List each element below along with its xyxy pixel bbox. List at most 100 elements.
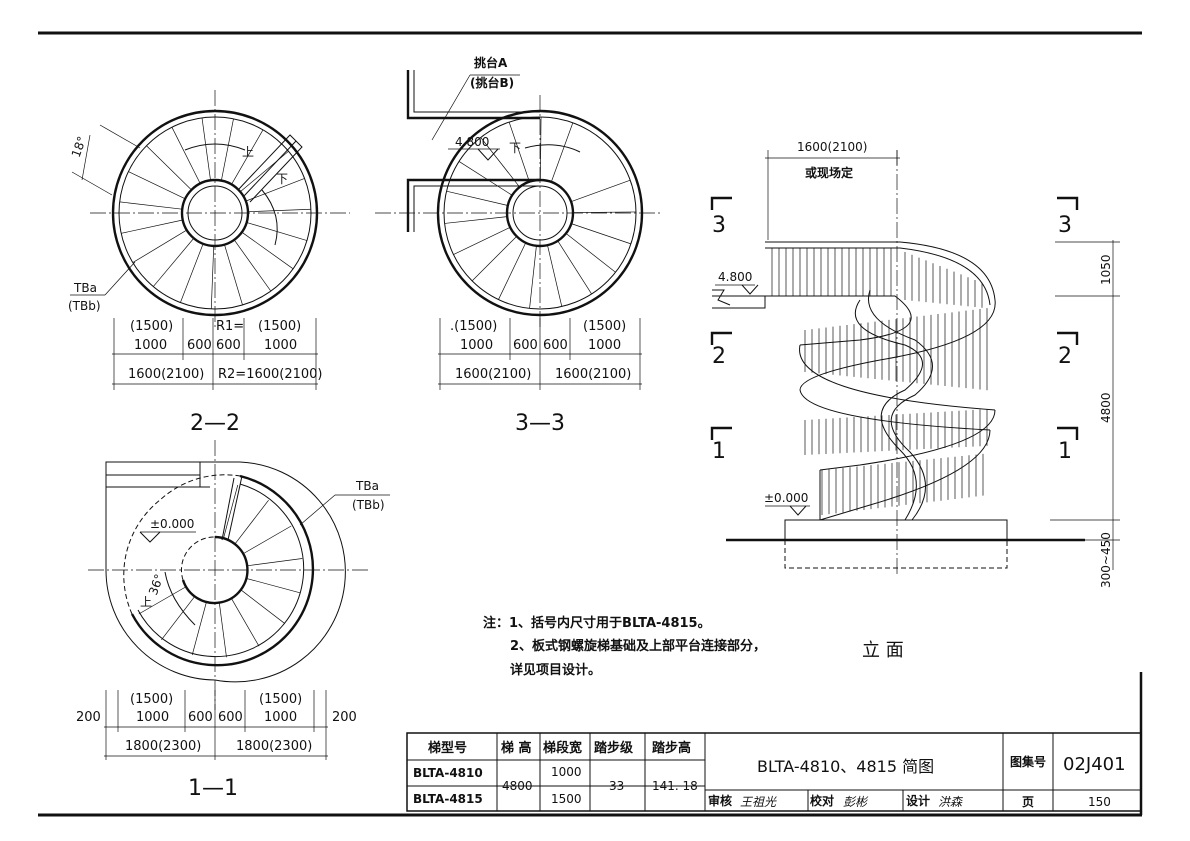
tread-line	[446, 190, 508, 206]
dim-label: 1000	[588, 338, 621, 353]
design-label: 设计	[906, 793, 930, 808]
note-2: 2、板式钢螺旋梯基础及上部平台连接部分，	[510, 639, 767, 654]
dim-label: 600	[218, 710, 243, 725]
tread-line	[471, 236, 517, 282]
dim-label: (1500)	[583, 319, 626, 334]
tbb-label: (TBb)	[68, 299, 101, 313]
dim-label: (1500)	[259, 692, 302, 707]
tread-line	[498, 242, 527, 300]
row-width: 1500	[551, 792, 582, 806]
stair-treads	[444, 117, 636, 309]
tread-line	[233, 239, 272, 292]
view-3-3: 挑台A (挑台B) 4.800 下 .(1500) 1000 600 600 (…	[375, 55, 660, 436]
dim-label: 300~450	[1099, 532, 1113, 588]
drawing-title: BLTA-4810、4815 简图	[757, 757, 934, 776]
tread-line	[138, 586, 187, 615]
dim-label: 1800(2300)	[236, 739, 312, 754]
tread-line	[570, 179, 631, 203]
dim-label: .(1500)	[450, 319, 497, 334]
level-label: ±0.000	[150, 517, 194, 531]
check-signature: 彭彬	[843, 795, 869, 809]
row-model: BLTA-4815	[413, 792, 483, 806]
top-note: 或现场定	[805, 165, 853, 180]
view-title: 立 面	[862, 640, 904, 661]
tread-line	[153, 238, 195, 287]
dim-label: 1600(2100)	[555, 367, 631, 382]
view-title: 1—1	[188, 776, 238, 801]
tread-line	[191, 601, 207, 656]
note-3: 详见项目设计。	[510, 663, 602, 678]
dim-label: 200	[76, 710, 101, 725]
tread-line	[218, 602, 227, 658]
down-label: 下	[276, 172, 288, 186]
tread-line	[161, 595, 196, 641]
dim-label: 200	[332, 710, 357, 725]
dim-label: 1000	[134, 338, 167, 353]
tread-line	[201, 117, 211, 181]
dim-label: 600	[543, 338, 568, 353]
row-width: 1000	[551, 765, 582, 779]
header-height: 梯 高	[501, 740, 532, 756]
section-mark-2: 2	[1058, 344, 1072, 369]
title-block: 梯型号 梯 高 梯段宽 踏步级 踏步高 BLTA-4810 BLTA-4815 …	[406, 732, 1142, 812]
note-1: 注：1、括号内尺寸用于BLTA-4815。	[483, 616, 711, 631]
tread-line	[221, 118, 234, 181]
tread-line	[480, 137, 520, 188]
dim-label: 600	[188, 710, 213, 725]
tba-label: TBa	[355, 479, 379, 493]
tread-line	[246, 578, 301, 594]
angle-label: 36°	[146, 572, 166, 597]
tread-line	[210, 245, 215, 309]
railing-balusters	[771, 248, 988, 515]
section-mark-3: 3	[712, 213, 726, 238]
tread-line	[245, 178, 305, 202]
dim-label: (1500)	[130, 692, 173, 707]
dim-label: 4800	[1099, 392, 1113, 423]
tread-line	[243, 525, 292, 554]
dim-label: 1050	[1099, 254, 1113, 285]
section-mark-1: 1	[1058, 439, 1072, 464]
tread-line	[529, 245, 537, 309]
dim-label: 600	[187, 338, 212, 353]
tba-label: TBa	[73, 281, 97, 295]
section-mark-2: 2	[712, 344, 726, 369]
tread-line	[171, 127, 201, 184]
tbb-label: (TBb)	[352, 498, 385, 512]
check-label: 校对	[810, 793, 834, 808]
design-signature: 洪森	[938, 795, 963, 809]
tread-line	[247, 558, 303, 567]
tread-line	[121, 219, 183, 234]
header-steps: 踏步级	[594, 740, 634, 756]
view-title: 3—3	[515, 411, 565, 436]
dim-label: 1600(2100)	[455, 367, 531, 382]
stair-treads	[138, 484, 303, 658]
tread-line	[223, 484, 239, 539]
elevation-view: 1600(2100) 或现场定 3 3 2 2 1 1 4.800	[710, 140, 1120, 661]
platform-b-label: (挑台B)	[470, 75, 514, 90]
tread-line	[224, 244, 243, 306]
tread-line	[550, 122, 574, 183]
angle-label: 18°	[69, 134, 89, 159]
level-label: 4.800	[718, 270, 752, 284]
up-label: 上	[242, 145, 254, 159]
tread-line	[119, 201, 183, 210]
tread-line	[458, 161, 513, 196]
page-label: 页	[1022, 795, 1034, 809]
tread-line	[180, 243, 204, 303]
tread-line	[453, 226, 511, 255]
tread-line	[547, 245, 563, 307]
dim-label: 1600(2100)	[128, 367, 204, 382]
tread-line	[247, 208, 311, 213]
review-signature: 王祖光	[740, 795, 777, 809]
tread-line	[571, 223, 632, 245]
level-label: ±0.000	[764, 491, 808, 505]
atlas-number: 02J401	[1063, 754, 1126, 775]
top-dim: 1600(2100)	[797, 140, 867, 154]
tread-line	[572, 211, 636, 213]
dim-label: 1000	[460, 338, 493, 353]
dim-label: 600	[513, 338, 538, 353]
down-label: 下	[509, 141, 521, 155]
dim-label: R2=1600(2100)	[218, 367, 323, 382]
section-mark-3: 3	[1058, 213, 1072, 238]
